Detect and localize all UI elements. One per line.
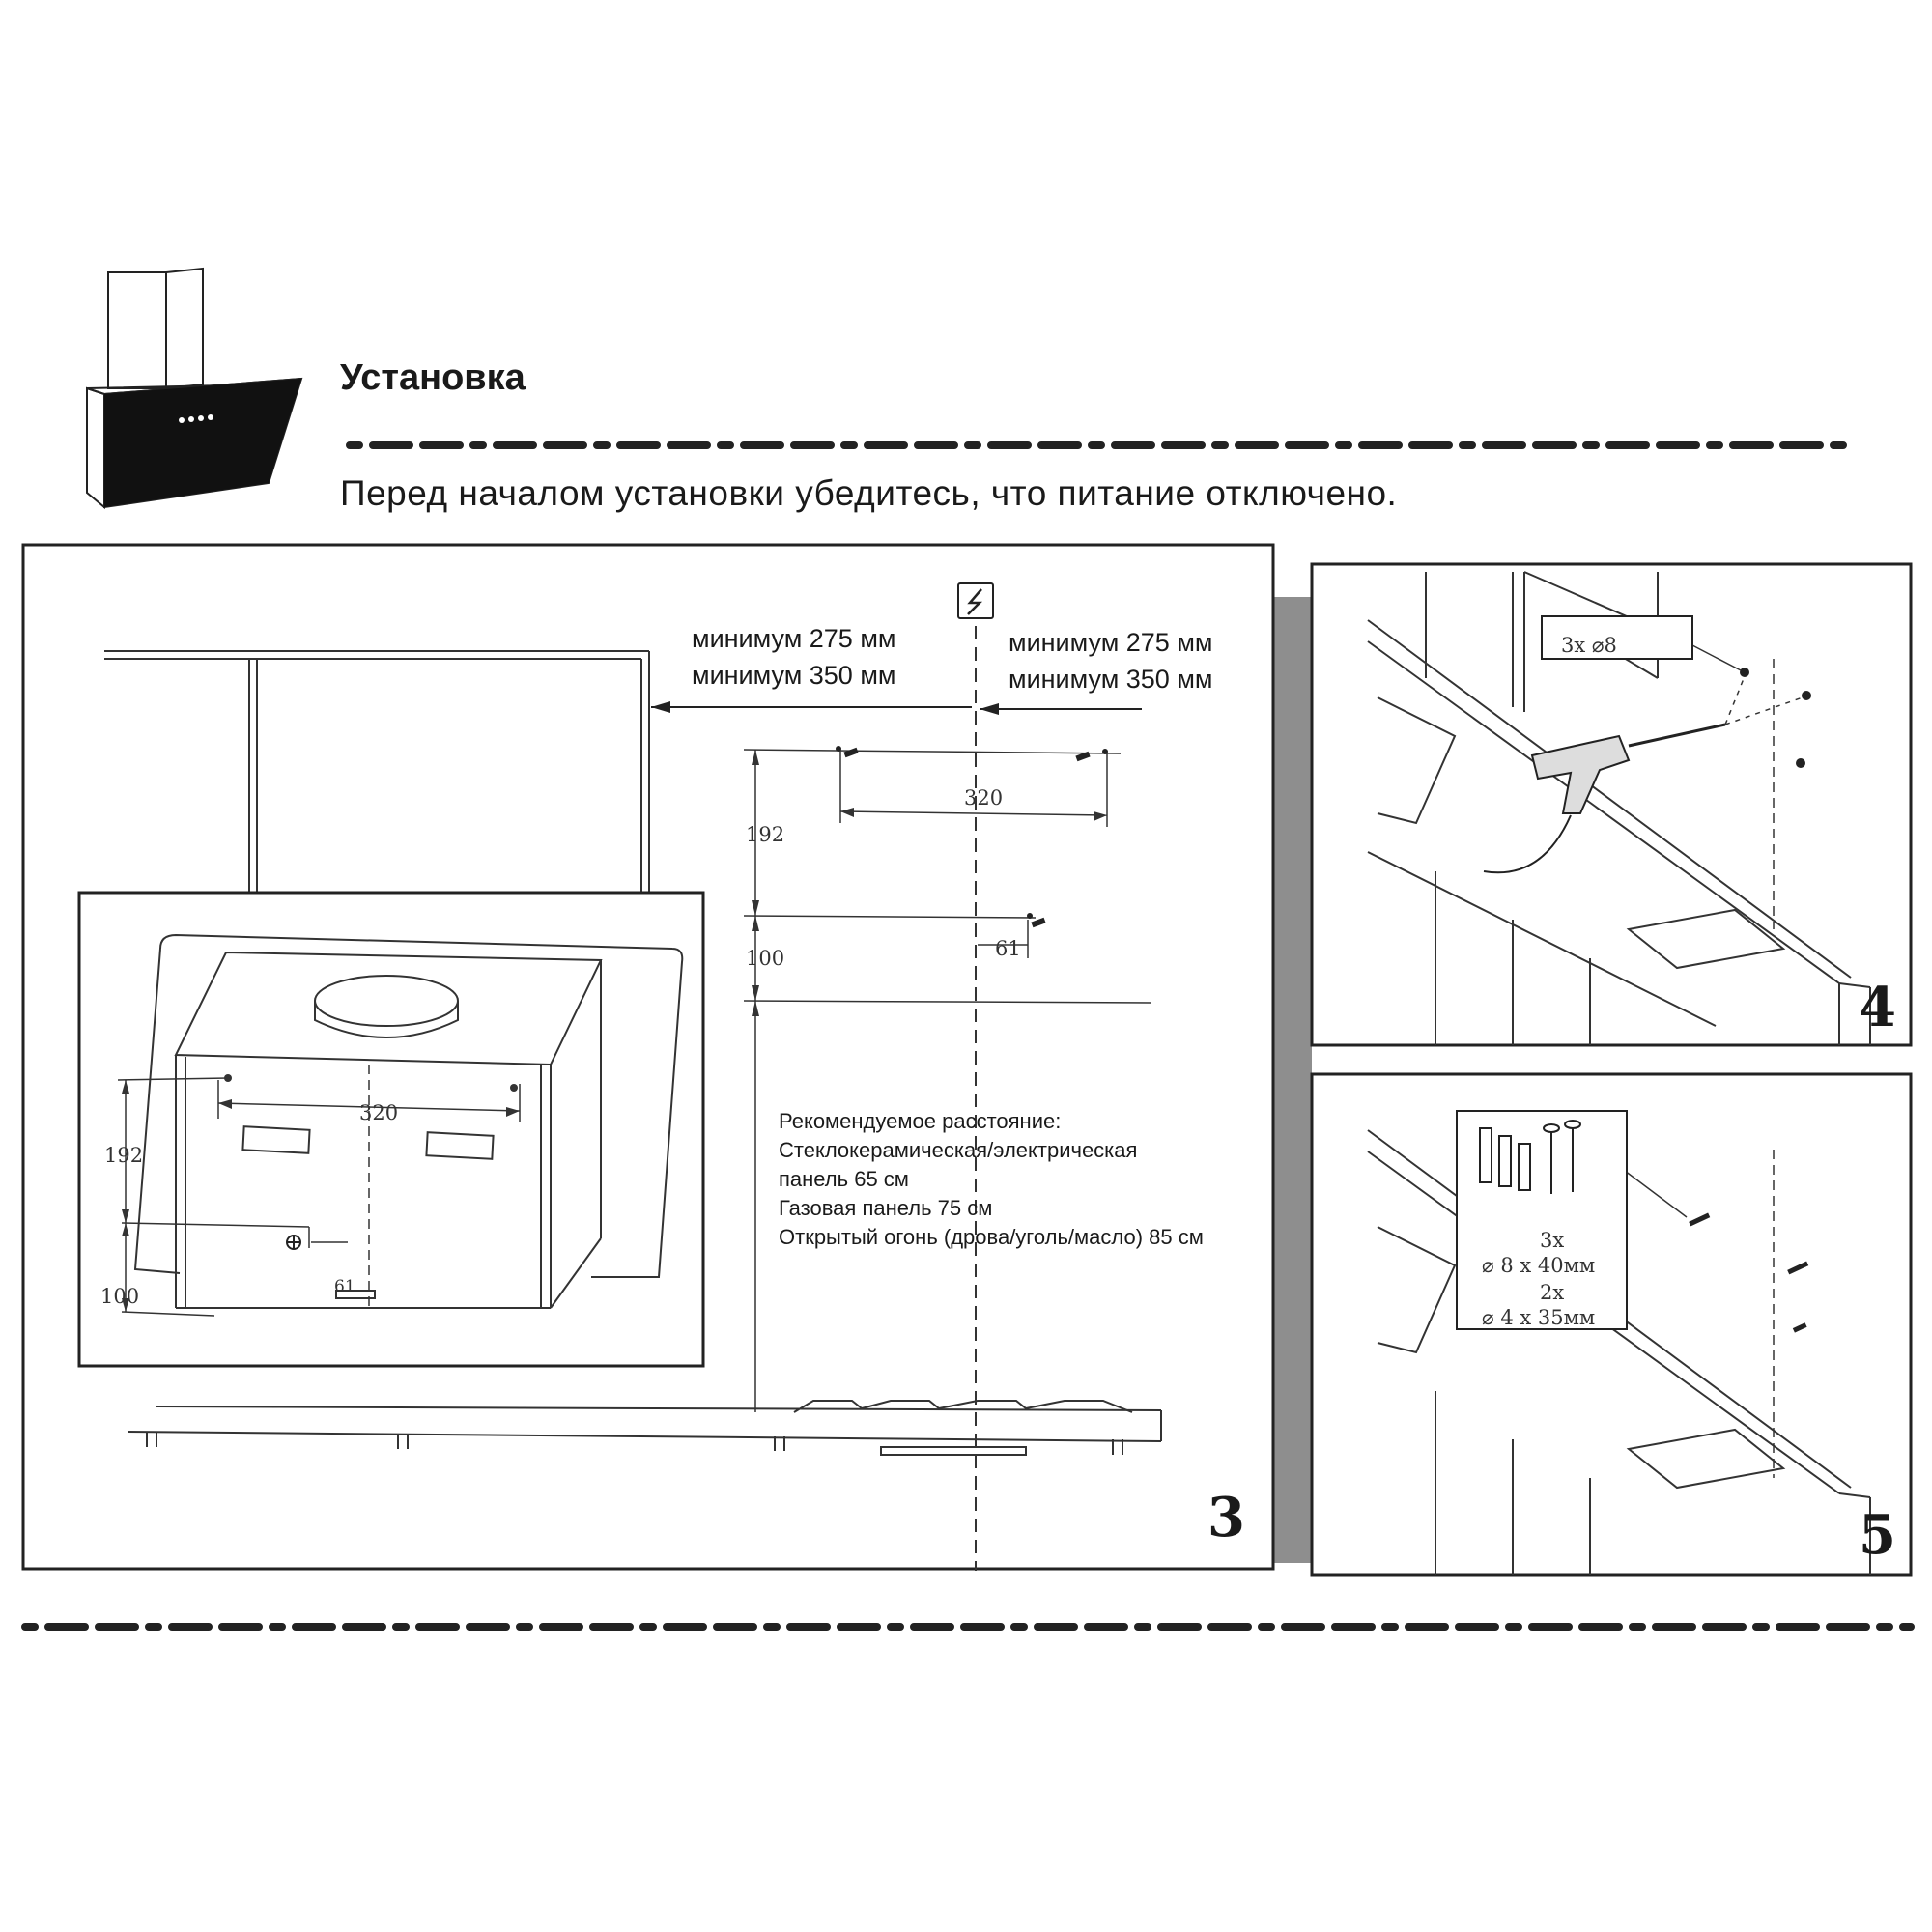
dowel-qty: 3x <box>1540 1229 1565 1252</box>
recommend-line-2: панель 65 см <box>779 1167 909 1191</box>
separator-band <box>1273 597 1312 1563</box>
dim-height-lower: 100 <box>746 947 785 970</box>
panel-5-fasteners-diagram <box>1310 1072 1913 1577</box>
screws-icon <box>1479 1120 1581 1194</box>
min-distance-right-1: минимум 275 мм <box>1009 628 1213 657</box>
recommend-title: Рекомендуемое расстояние: <box>779 1109 1062 1133</box>
step-number-3: 3 <box>1208 1486 1245 1549</box>
screw-size: ⌀ 4 x 35мм <box>1482 1306 1596 1329</box>
recommend-line-3: Газовая панель 75 см <box>779 1196 993 1220</box>
step-number-4: 4 <box>1859 976 1896 1039</box>
dashed-separator-bottom <box>21 1623 1915 1631</box>
section-title: Установка <box>340 357 526 398</box>
range-hood-icon <box>86 267 303 510</box>
inset-dim-width: 320 <box>359 1101 399 1124</box>
dashed-separator <box>346 441 1853 449</box>
inset-dim-offset: 61 <box>334 1277 355 1296</box>
min-distance-left-1: минимум 275 мм <box>692 624 896 653</box>
safety-instruction: Перед началом установки убедитесь, что п… <box>340 473 1398 513</box>
min-distance-right-2: минимум 350 мм <box>1009 665 1213 694</box>
dim-height-top: 192 <box>746 823 785 846</box>
inset-dim-height-lower: 100 <box>100 1285 140 1308</box>
screw-qty: 2x <box>1540 1281 1565 1304</box>
power-warning-icon <box>957 582 994 619</box>
dim-offset: 61 <box>995 937 1021 960</box>
min-distance-left-2: минимум 350 мм <box>692 661 896 690</box>
dowel-size: ⌀ 8 x 40мм <box>1482 1254 1596 1277</box>
panel-4-drilling-diagram <box>1310 562 1913 1047</box>
panel-3-mounting-diagram <box>21 543 1275 1571</box>
inset-dim-height-top: 192 <box>104 1144 144 1167</box>
drill-icon <box>1530 723 1726 814</box>
recommend-line-1: Стеклокерамическая/электрическая <box>779 1138 1138 1162</box>
recommended-distance-note: Рекомендуемое расстояние: Стеклокерамиче… <box>779 1107 1204 1252</box>
step-number-5: 5 <box>1859 1503 1896 1567</box>
drill-size-label: 3x ⌀8 <box>1561 634 1617 657</box>
recommend-line-4: Открытый огонь (дрова/уголь/масло) 85 см <box>779 1225 1204 1249</box>
dim-width-top: 320 <box>964 786 1004 810</box>
